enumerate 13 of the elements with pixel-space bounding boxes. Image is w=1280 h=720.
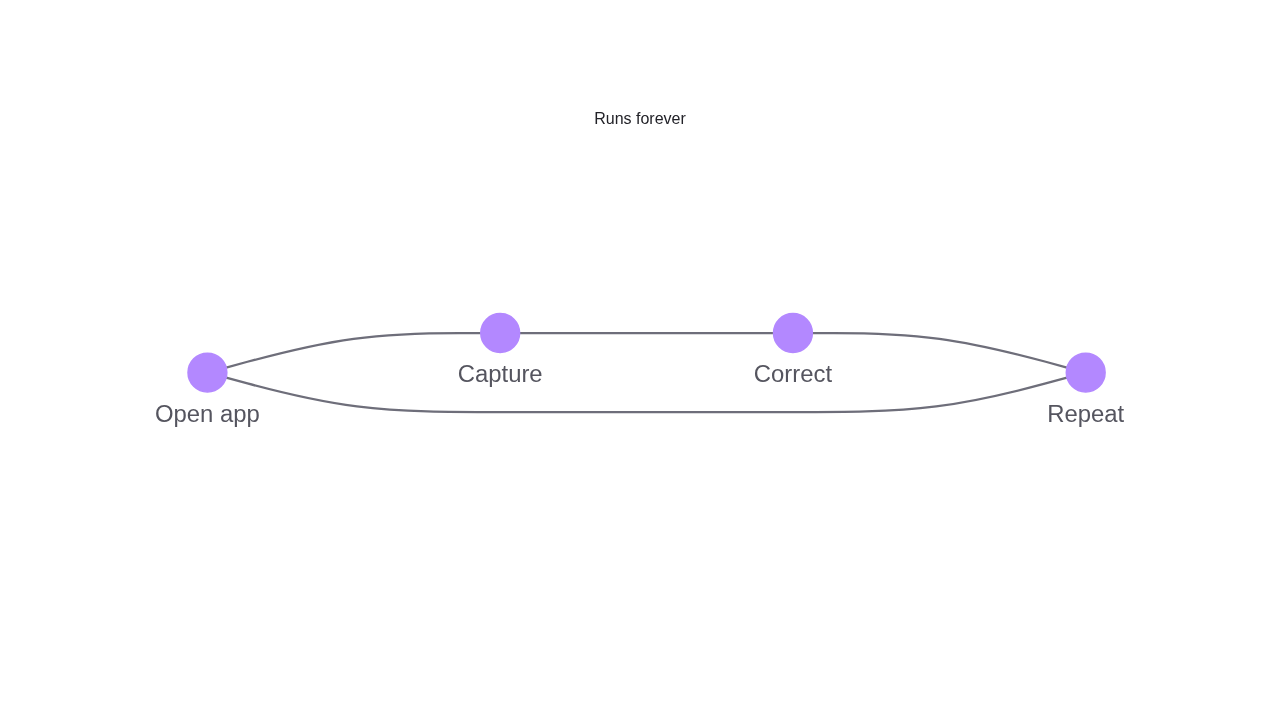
node-circle: [187, 352, 228, 393]
annotation-text: Runs forever: [594, 110, 686, 128]
node-circle: [772, 312, 814, 354]
node-caption: Open app: [155, 399, 260, 427]
connector: [225, 376, 1068, 414]
node-caption: Repeat: [1047, 399, 1125, 427]
node-caption: Correct: [753, 360, 833, 388]
connector: [519, 331, 774, 335]
node-caption: Capture: [457, 360, 543, 388]
connector: [225, 331, 481, 369]
node-circle: [480, 312, 521, 354]
node-circle: [1065, 352, 1106, 393]
connector: [812, 331, 1068, 369]
